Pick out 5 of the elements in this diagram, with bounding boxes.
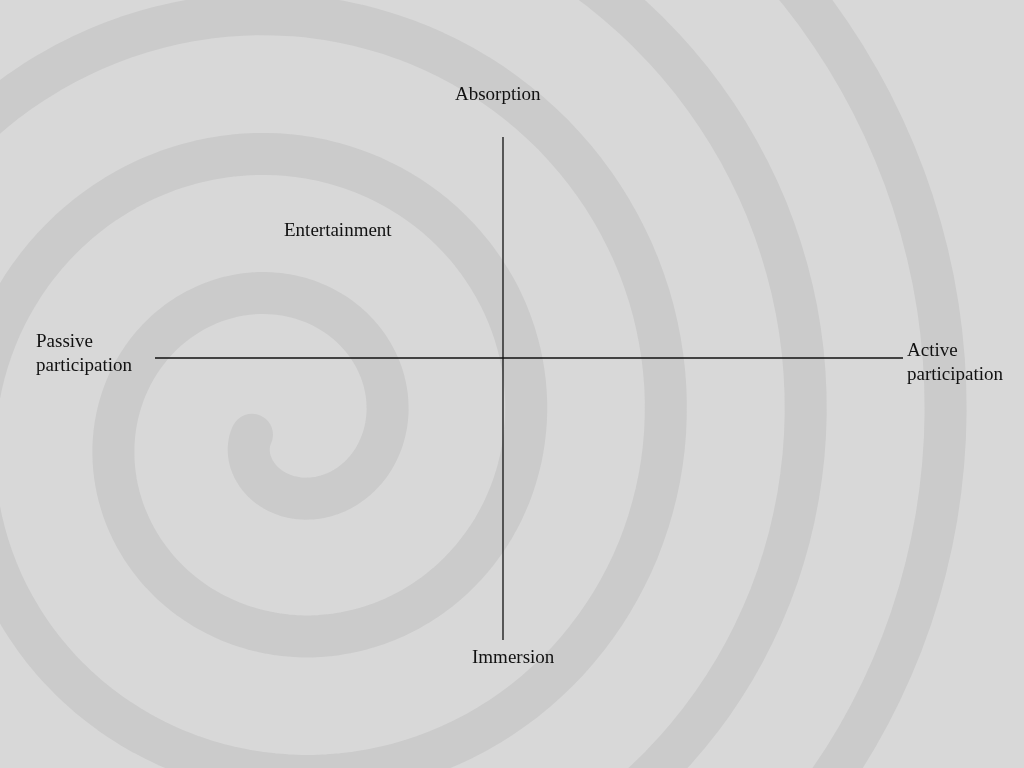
axis-label: Passive participation: [36, 329, 134, 377]
axis-label: Active participation: [907, 338, 1005, 386]
axis-label: Absorption: [455, 82, 541, 106]
quadrant-label: Entertainment: [284, 218, 392, 242]
axis-label: Immersion: [472, 645, 555, 669]
